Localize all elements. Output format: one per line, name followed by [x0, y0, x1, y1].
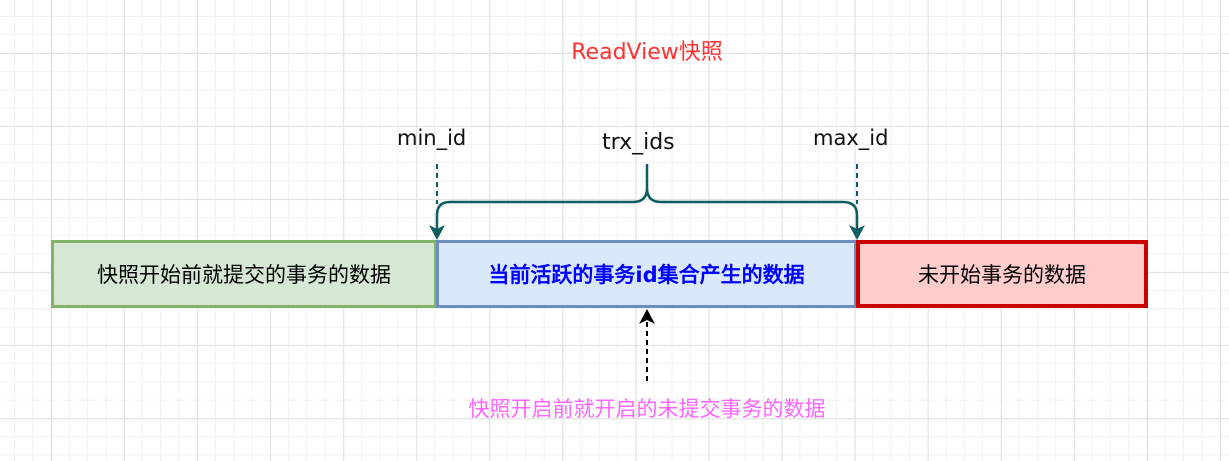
committed-before-snapshot-segment: 快照开始前就提交的事务的数据 [51, 240, 437, 308]
trx-ids-label: trx_ids [602, 130, 675, 155]
annotation-text: 快照开启前就开启的未提交事务的数据 [468, 397, 826, 421]
not-started-segment: 未开始事务的数据 [856, 240, 1148, 308]
min-id-arrowhead-icon [429, 225, 445, 240]
diagram-title: ReadView快照 [571, 40, 723, 65]
max-id-label: max_id [813, 126, 889, 150]
annotation-arrowhead-icon [639, 309, 655, 324]
segment-label: 快照开始前就提交的事务的数据 [97, 263, 391, 287]
trx-ids-brace [435, 164, 859, 232]
min-id-label: min_id [397, 126, 467, 150]
max-id-arrowhead-icon [849, 225, 865, 240]
active-transactions-segment: 当前活跃的事务id集合产生的数据 [436, 240, 857, 308]
segment-label: 当前活跃的事务id集合产生的数据 [488, 263, 805, 287]
segment-label: 未开始事务的数据 [918, 263, 1086, 287]
